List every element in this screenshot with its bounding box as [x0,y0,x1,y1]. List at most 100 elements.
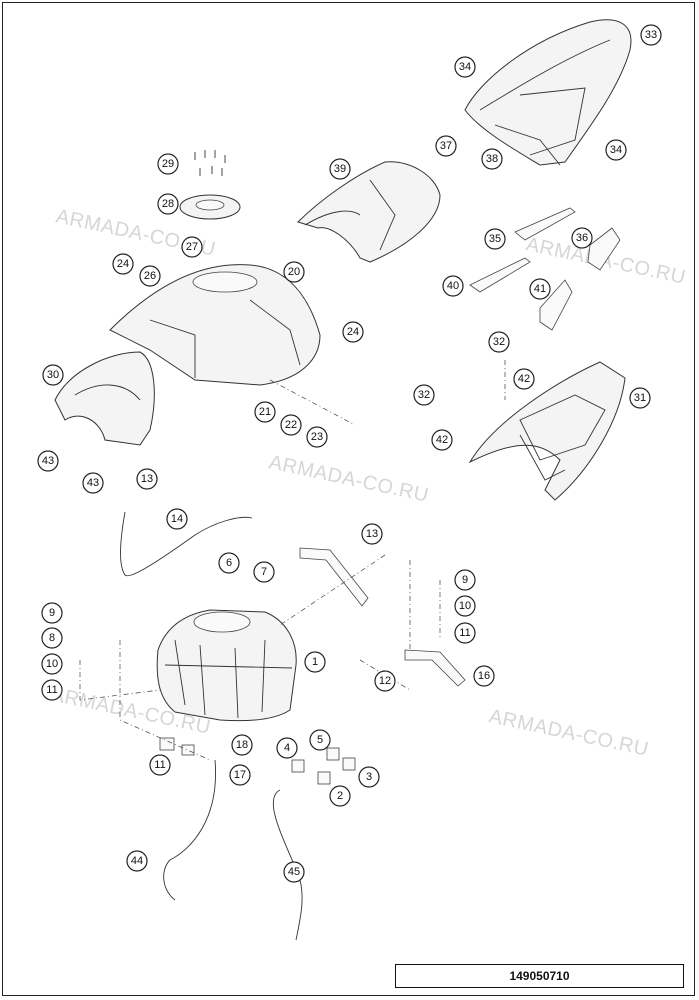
callout-label: 31 [634,392,646,404]
callout-42[interactable]: 42 [513,368,535,390]
callout-label: 33 [645,29,657,41]
callout-32[interactable]: 32 [488,331,510,353]
callout-34[interactable]: 34 [605,139,627,161]
callout-13[interactable]: 13 [136,468,158,490]
callout-44[interactable]: 44 [126,850,148,872]
seat-brackets [469,207,621,331]
callout-label: 17 [234,769,246,781]
callout-label: 12 [379,675,391,687]
strap-cable-part [120,511,253,577]
callout-label: 7 [261,566,267,578]
callout-17[interactable]: 17 [229,764,251,786]
fuel-tank-part [156,609,297,722]
callout-30[interactable]: 30 [42,364,64,386]
callout-label: 42 [436,434,448,446]
callout-40[interactable]: 40 [442,275,464,297]
callout-13[interactable]: 13 [361,523,383,545]
watermark: ARMADA-CO.RU [487,705,651,760]
callout-39[interactable]: 39 [329,158,351,180]
callout-label: 27 [186,241,198,253]
callout-label: 24 [117,258,129,270]
callout-43[interactable]: 43 [82,472,104,494]
callout-2[interactable]: 2 [329,785,351,807]
callout-22[interactable]: 22 [280,414,302,436]
callout-28[interactable]: 28 [157,193,179,215]
callout-1[interactable]: 1 [304,651,326,673]
rear-seat-part [464,19,632,166]
callout-33[interactable]: 33 [640,24,662,46]
callout-label: 23 [311,431,323,443]
callout-24[interactable]: 24 [112,253,134,275]
callout-label: 18 [236,739,248,751]
callout-label: 8 [49,632,55,644]
callout-label: 30 [47,369,59,381]
callout-9[interactable]: 9 [454,569,476,591]
callout-21[interactable]: 21 [254,401,276,423]
callout-label: 45 [288,866,300,878]
callout-label: 11 [154,759,165,771]
callout-9[interactable]: 9 [41,602,63,624]
callout-3[interactable]: 3 [358,766,380,788]
callout-8[interactable]: 8 [41,627,63,649]
callout-label: 37 [440,140,452,152]
callout-label: 38 [486,153,498,165]
callout-label: 35 [489,233,501,245]
callout-11[interactable]: 11 [149,754,171,776]
callout-42[interactable]: 42 [431,429,453,451]
callout-label: 1 [312,656,318,668]
callout-label: 44 [131,855,143,867]
callout-34[interactable]: 34 [454,56,476,78]
callout-45[interactable]: 45 [283,861,305,883]
callout-32[interactable]: 32 [413,384,435,406]
front-cover-part [54,351,155,446]
callout-14[interactable]: 14 [166,508,188,530]
callout-label: 26 [144,270,156,282]
callout-26[interactable]: 26 [139,265,161,287]
callout-10[interactable]: 10 [454,595,476,617]
callout-label: 10 [459,600,471,612]
callout-label: 29 [162,158,174,170]
callout-label: 43 [42,455,54,467]
rubber-mounts [159,737,356,785]
callout-41[interactable]: 41 [529,278,551,300]
callout-label: 34 [610,144,622,156]
callout-label: 21 [259,406,271,418]
callout-label: 43 [87,477,99,489]
callout-16[interactable]: 16 [473,665,495,687]
callout-31[interactable]: 31 [629,387,651,409]
callout-label: 20 [288,266,300,278]
callout-label: 28 [162,198,174,210]
callout-label: 13 [141,473,153,485]
tank-bracket-part [404,649,466,687]
callout-43[interactable]: 43 [37,450,59,472]
callout-label: 3 [366,771,372,783]
callout-label: 39 [334,163,346,175]
callout-label: 16 [478,670,490,682]
callout-35[interactable]: 35 [484,228,506,250]
callout-10[interactable]: 10 [41,653,63,675]
callout-11[interactable]: 11 [454,622,476,644]
callout-label: 32 [418,389,430,401]
rider-seat-part [297,161,441,263]
callout-36[interactable]: 36 [571,227,593,249]
callout-6[interactable]: 6 [218,552,240,574]
callout-label: 13 [366,528,378,540]
callout-27[interactable]: 27 [181,236,203,258]
callout-11[interactable]: 11 [41,679,63,701]
drain-hose-part [163,759,216,901]
callout-18[interactable]: 18 [231,734,253,756]
callout-24[interactable]: 24 [342,321,364,343]
callout-label: 36 [576,232,588,244]
callout-5[interactable]: 5 [309,729,331,751]
callout-7[interactable]: 7 [253,561,275,583]
callout-29[interactable]: 29 [157,153,179,175]
callout-12[interactable]: 12 [374,670,396,692]
callout-38[interactable]: 38 [481,148,503,170]
callout-4[interactable]: 4 [276,737,298,759]
callout-37[interactable]: 37 [435,135,457,157]
callout-label: 9 [49,607,55,619]
callout-23[interactable]: 23 [306,426,328,448]
callout-label: 11 [46,684,57,696]
pump-bracket-part [299,547,369,607]
callout-20[interactable]: 20 [283,261,305,283]
